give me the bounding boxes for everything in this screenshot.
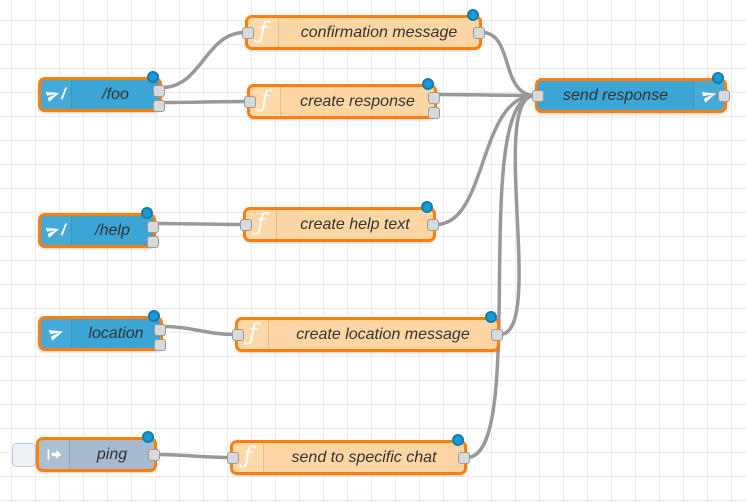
input-port[interactable] — [532, 89, 544, 102]
output-port[interactable] — [718, 89, 730, 102]
input-port[interactable] — [240, 218, 252, 231]
node-label: /foo — [102, 85, 129, 103]
node-telegram-command-help[interactable]: / /help — [38, 207, 159, 248]
node-label: confirmation message — [300, 23, 458, 41]
wire-foo-1-to-confirmation-message[interactable] — [160, 30, 247, 90]
wire-create-response-to-send-response[interactable] — [435, 92, 537, 98]
node-changed-indicator — [141, 207, 153, 219]
node-icon-region — [41, 319, 72, 348]
inject-button[interactable] — [12, 443, 36, 467]
node-inject-ping[interactable]: ping — [36, 431, 160, 472]
node-changed-indicator — [142, 431, 154, 443]
node-label: /help — [95, 221, 130, 239]
command-slash-glyph: / — [61, 221, 66, 239]
node-function-create-help-text[interactable]: ƒ create help text — [240, 201, 439, 242]
node-label: location — [88, 324, 144, 342]
function-icon: ƒ — [243, 442, 253, 469]
output-port[interactable] — [427, 218, 439, 231]
paper-plane-icon — [701, 88, 717, 103]
node-icon-region: / — [41, 80, 72, 109]
output-port[interactable] — [458, 451, 470, 464]
node-telegram-command-foo[interactable]: / /foo — [38, 71, 165, 112]
node-changed-indicator — [422, 78, 434, 90]
node-icon-region: ƒ — [248, 18, 279, 47]
input-port[interactable] — [227, 451, 239, 464]
paper-plane-slash-icon — [46, 88, 60, 102]
wire-foo-2-to-create-response[interactable] — [160, 99, 249, 105]
node-label: send response — [563, 86, 668, 104]
inject-arrow-icon — [46, 446, 63, 463]
node-function-confirmation-message[interactable]: ƒ confirmation message — [242, 9, 485, 50]
node-changed-indicator — [485, 311, 497, 323]
node-changed-indicator — [712, 72, 724, 84]
node-label: create response — [300, 92, 415, 110]
node-label: ping — [96, 445, 128, 463]
function-icon: ƒ — [260, 86, 270, 113]
output-port[interactable] — [473, 26, 485, 39]
node-label: create location message — [296, 325, 470, 343]
function-icon: ƒ — [248, 319, 258, 346]
command-slash-glyph: / — [61, 85, 66, 103]
paper-plane-icon — [48, 326, 64, 341]
node-changed-indicator — [467, 9, 479, 21]
output-port-1[interactable] — [153, 85, 165, 97]
node-changed-indicator — [452, 434, 464, 446]
node-label: create help text — [300, 215, 410, 233]
function-icon: ƒ — [258, 17, 268, 44]
output-port-2[interactable] — [428, 107, 440, 119]
input-port[interactable] — [232, 328, 244, 341]
function-icon: ƒ — [256, 209, 266, 236]
node-telegram-location[interactable]: location — [38, 310, 166, 351]
wire-create-location-message-to-send-response[interactable] — [498, 93, 537, 337]
node-icon-region: / — [41, 216, 72, 245]
node-changed-indicator — [421, 201, 433, 213]
node-function-send-to-specific-chat[interactable]: ƒ send to specific chat — [227, 434, 470, 475]
node-function-create-location-message[interactable]: ƒ create location message — [232, 311, 503, 352]
wire-ping-to-send-to-specific-chat[interactable] — [155, 452, 232, 460]
wire-location-to-create-location-message[interactable] — [161, 324, 237, 337]
wire-confirmation-message-to-send-response[interactable] — [480, 30, 537, 98]
output-port-1[interactable] — [147, 221, 159, 233]
wire-create-help-text-to-send-response[interactable] — [434, 93, 537, 227]
output-port-2[interactable] — [154, 339, 166, 351]
output-port-2[interactable] — [153, 100, 165, 112]
output-port-1[interactable] — [154, 324, 166, 336]
output-port[interactable] — [148, 448, 160, 461]
input-port[interactable] — [242, 26, 254, 39]
node-changed-indicator — [148, 310, 160, 322]
node-telegram-send-response[interactable]: send response — [532, 72, 730, 113]
wire-send-to-specific-chat-to-send-response[interactable] — [465, 93, 537, 460]
node-icon-region — [39, 440, 70, 469]
paper-plane-slash-icon — [46, 224, 60, 238]
node-changed-indicator — [147, 71, 159, 83]
wire-help-to-create-help-text[interactable] — [154, 221, 245, 227]
output-port-2[interactable] — [147, 236, 159, 248]
node-label: send to specific chat — [291, 448, 437, 466]
node-function-create-response[interactable]: ƒ create response — [244, 78, 440, 119]
output-port-1[interactable] — [428, 92, 440, 104]
input-port[interactable] — [244, 95, 256, 108]
output-port[interactable] — [491, 328, 503, 341]
